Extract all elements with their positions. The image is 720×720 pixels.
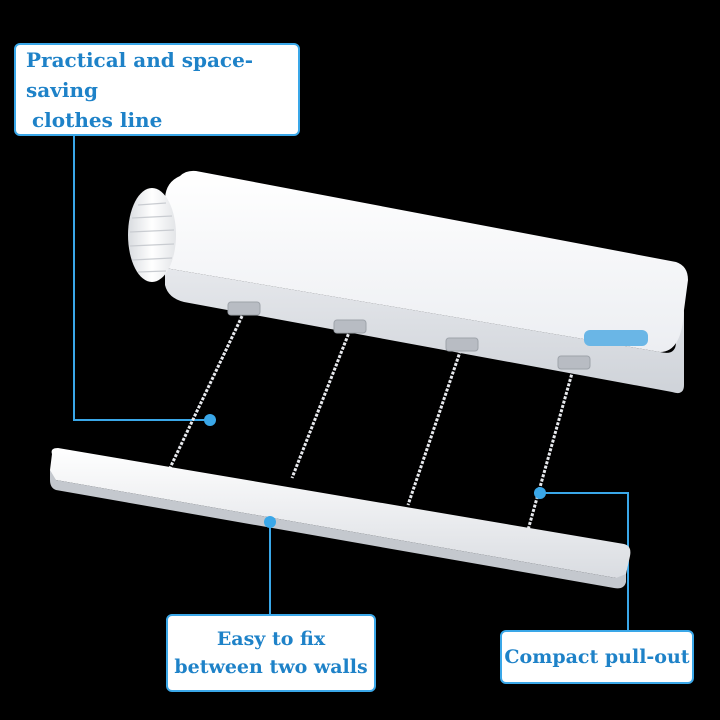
callout-easy-fix-line2: between two walls	[174, 656, 368, 678]
pull-out-bar	[50, 448, 631, 579]
callout-pull-out: Compact pull-out	[500, 630, 694, 684]
line-slots	[227, 301, 591, 370]
callout-easy-fix-line1: Easy to fix	[216, 627, 326, 650]
indicator-label	[584, 330, 648, 346]
dispenser-box	[165, 268, 684, 394]
callout-space-saving-line1: Practical and space-saving	[26, 47, 254, 102]
leader-lines	[73, 136, 629, 630]
callout-pull-out-line1: Compact pull-out	[504, 645, 690, 668]
clothes-lines	[168, 311, 576, 531]
dispenser-top	[165, 170, 688, 352]
pull-out-bar-face	[50, 470, 626, 589]
callout-space-saving-line2: clothes line	[32, 107, 163, 132]
callout-space-saving: Practical and space-saving clothes line	[14, 43, 300, 136]
leader-dots	[204, 414, 546, 528]
tension-knob	[128, 188, 176, 282]
callout-easy-fix: Easy to fix between two walls	[166, 614, 376, 692]
